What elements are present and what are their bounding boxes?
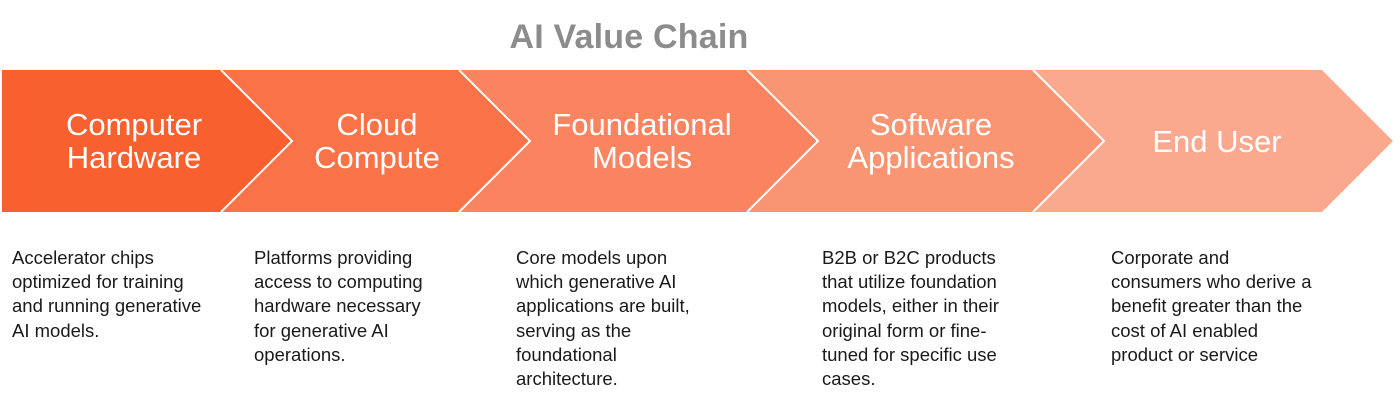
stage-label-end-user: End User bbox=[1152, 123, 1282, 159]
end-user-arrow bbox=[1033, 70, 1393, 212]
description-end-user: Corporate and consumers who derive a ben… bbox=[1111, 247, 1312, 365]
description-cloud-compute: Platforms providing access to computing … bbox=[254, 247, 423, 365]
foundational-models-arrow bbox=[459, 70, 818, 212]
description-computer-hardware: Accelerator chips optimized for training… bbox=[12, 247, 202, 341]
value-chain-arrows bbox=[2, 69, 1393, 213]
description-software-applications: B2B or B2C products that utilize foundat… bbox=[822, 247, 999, 390]
stage-label-foundational-models: Foundational Models bbox=[552, 107, 732, 175]
stage-label-computer-hardware: Computer Hardware bbox=[65, 107, 203, 175]
computer-hardware-arrow bbox=[2, 70, 292, 212]
stage-label-cloud-compute: Cloud Compute bbox=[314, 107, 440, 175]
stage-label-software-applications: Software Applications bbox=[847, 107, 1015, 175]
diagram-title: AI Value Chain bbox=[509, 18, 749, 56]
software-applications-arrow bbox=[747, 70, 1104, 212]
description-foundational-models: Core models upon which generative AI app… bbox=[516, 247, 690, 390]
cloud-compute-arrow bbox=[221, 70, 530, 212]
